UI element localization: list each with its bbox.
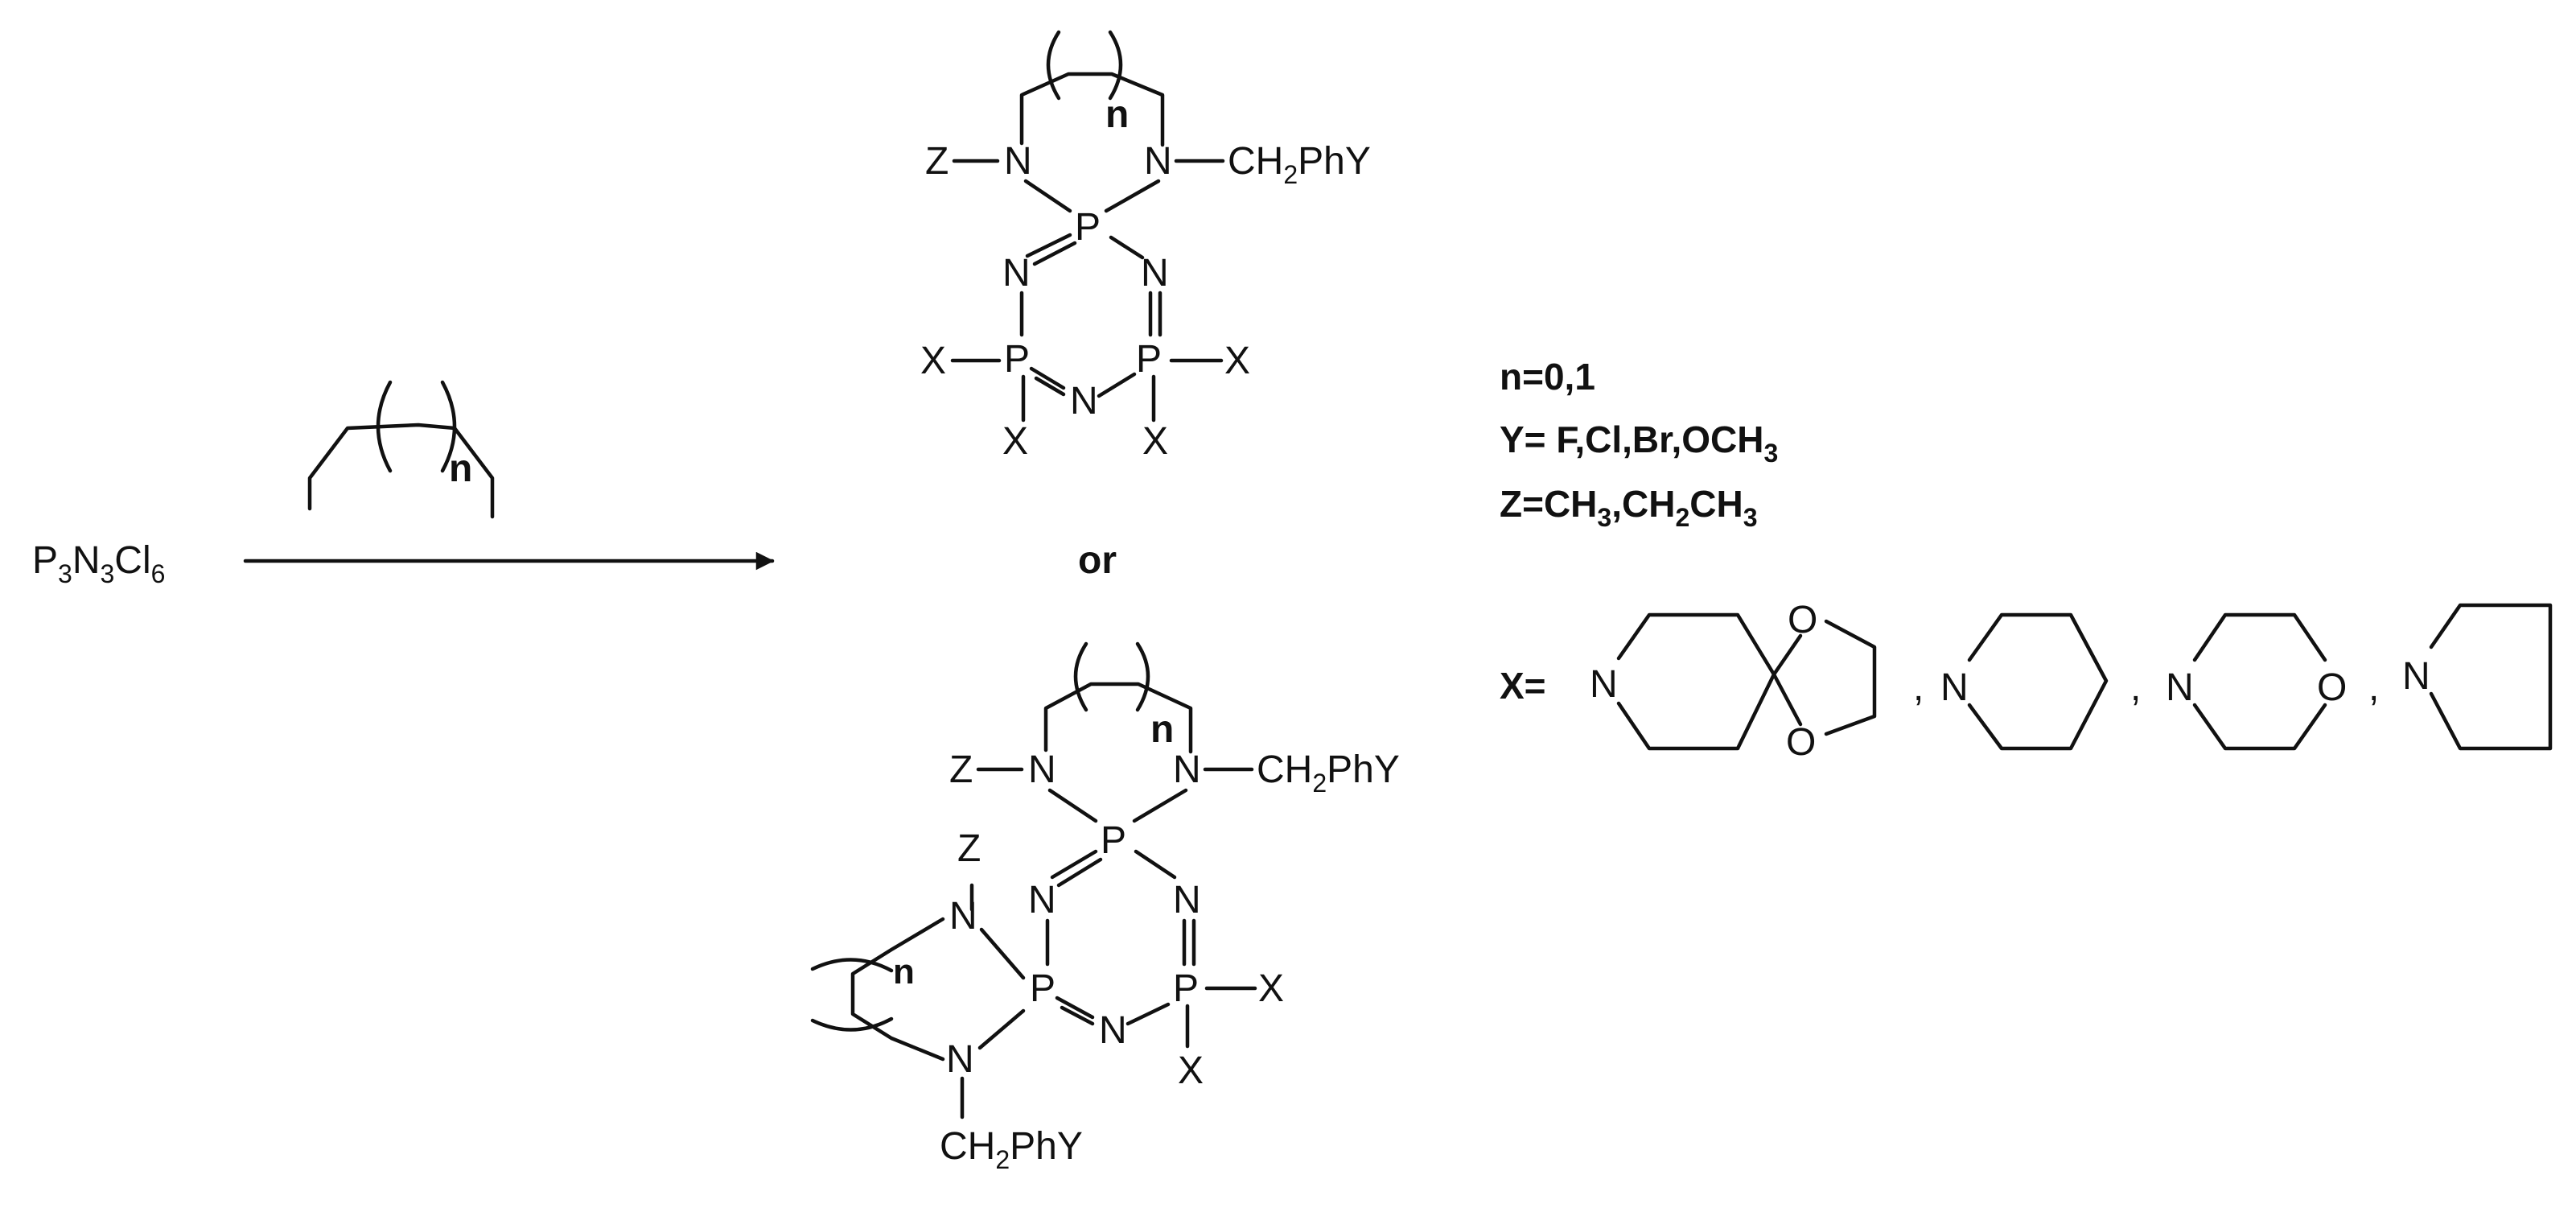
svg-text:N: N: [1099, 1009, 1127, 1052]
svg-text:N: N: [1004, 140, 1032, 183]
chain-n-label: n: [449, 447, 472, 490]
svg-text:P: P: [1075, 206, 1101, 249]
svg-text:O: O: [1786, 721, 1816, 764]
top-ring-n-label: n: [1105, 93, 1129, 136]
svg-text:,: ,: [2130, 666, 2141, 709]
svg-text:X: X: [1142, 420, 1168, 463]
svg-text:Z: Z: [957, 827, 981, 870]
svg-text:N: N: [1070, 380, 1098, 423]
substituent-definitions: n=0,1 Y= F,Cl,Br,OCH3 Z=CH3,CH2CH3 X=: [1500, 356, 1778, 707]
svg-text:,: ,: [2368, 666, 2379, 709]
svg-text:P: P: [1030, 967, 1056, 1010]
svg-text:P: P: [1101, 819, 1126, 862]
svg-text:X: X: [1258, 967, 1284, 1010]
svg-text:N: N: [1028, 879, 1056, 921]
bottom-side-n-label: n: [893, 952, 915, 992]
z-definition: Z=CH3,CH2CH3: [1500, 483, 1757, 532]
svg-text:CH2PhY: CH2PhY: [940, 1125, 1083, 1174]
svg-text:N: N: [1940, 666, 1969, 709]
svg-text:Z: Z: [949, 748, 973, 791]
x-option-piperidine: N: [1940, 612, 2109, 751]
svg-text:X: X: [1224, 340, 1250, 382]
svg-text:N: N: [1144, 140, 1172, 183]
svg-text:CH2PhY: CH2PhY: [1257, 748, 1400, 798]
svg-text:O: O: [2317, 666, 2347, 709]
svg-text:,: ,: [1913, 666, 1924, 709]
svg-text:N: N: [2166, 666, 2194, 709]
product-bottom: n N Z N CH2PhY P N N P P N X X N Z: [810, 641, 1400, 1174]
svg-text:N: N: [1002, 252, 1031, 295]
svg-text:n: n: [1150, 708, 1174, 751]
svg-text:X: X: [1002, 420, 1028, 463]
svg-text:N: N: [1141, 252, 1169, 295]
svg-text:O: O: [1788, 599, 1817, 641]
n-definition: n=0,1: [1500, 356, 1595, 398]
x-option-dioxa-azaspiro: N O O: [1590, 599, 1877, 764]
svg-text:N: N: [1173, 879, 1201, 921]
svg-text:N: N: [2402, 655, 2430, 698]
y-definition: Y= F,Cl,Br,OCH3: [1500, 418, 1778, 468]
svg-text:P: P: [1173, 967, 1199, 1010]
diamine-chain-reagent: n: [307, 380, 495, 519]
reactant-formula: P3N3Cl6: [32, 539, 165, 588]
x-option-morpholine: N O: [2166, 612, 2347, 751]
svg-text:P3N3Cl6: P3N3Cl6: [32, 539, 165, 588]
product-top: n N Z N CH2PhY P N N P P N X X X X: [920, 30, 1371, 463]
svg-text:N: N: [946, 1038, 974, 1081]
svg-text:P: P: [1136, 338, 1162, 381]
svg-text:X: X: [920, 340, 946, 382]
svg-text:N: N: [1028, 748, 1056, 791]
svg-text:N: N: [1590, 663, 1618, 706]
or-connector: or: [1078, 539, 1117, 582]
svg-text:X: X: [1178, 1049, 1204, 1092]
svg-text:P: P: [1004, 338, 1030, 381]
svg-text:N: N: [1173, 748, 1201, 791]
x-definition-label: X=: [1500, 665, 1546, 707]
svg-text:CH2PhY: CH2PhY: [1228, 140, 1371, 189]
svg-text:Z: Z: [925, 140, 949, 183]
x-option-pyrrolidine: N: [2402, 603, 2553, 751]
